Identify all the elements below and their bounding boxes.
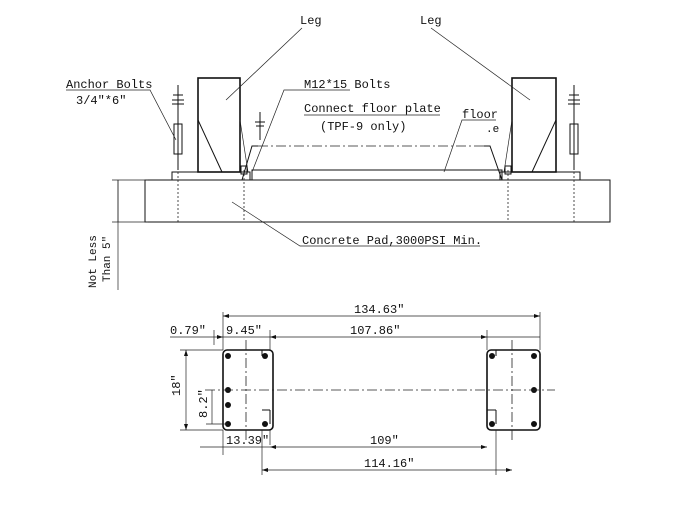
right-leg bbox=[511, 77, 557, 173]
anchor-bolts-size: 3/4"*6" bbox=[76, 94, 126, 108]
left-leg bbox=[197, 77, 241, 173]
right-base bbox=[486, 349, 541, 431]
floor-plate bbox=[251, 169, 503, 181]
concrete-pad bbox=[144, 179, 611, 223]
dim-height: 18" bbox=[170, 374, 184, 396]
not-less-label: Not Less bbox=[88, 235, 100, 288]
leg-right-label: Leg bbox=[420, 14, 442, 28]
dim-base-width: 9.45" bbox=[226, 324, 262, 338]
than-5-label: Than 5" bbox=[102, 236, 114, 282]
dim-bottom-overall: 114.16" bbox=[364, 457, 414, 471]
leg-left-label: Leg bbox=[300, 14, 322, 28]
dim-bottom-inner: 109" bbox=[370, 434, 399, 448]
dim-hole-spacing: 8.2" bbox=[197, 389, 211, 418]
anchor-bolts-label: Anchor Bolts bbox=[66, 78, 152, 92]
left-base-plate bbox=[171, 171, 251, 181]
side-view bbox=[66, 27, 611, 290]
plan-view bbox=[170, 312, 555, 475]
floor-label-cut: .e bbox=[486, 124, 499, 136]
dim-inner: 107.86" bbox=[350, 324, 400, 338]
connect-floor-plate-label: Connect floor plate bbox=[304, 102, 441, 116]
dim-bottom-left: 13.39" bbox=[226, 434, 269, 448]
dim-left-offset: 0.79" bbox=[170, 324, 206, 338]
concrete-pad-label: Concrete Pad,3000PSI Min. bbox=[302, 234, 482, 248]
floor-label: floor bbox=[462, 108, 498, 122]
m12-bolt bbox=[255, 112, 265, 140]
m12-bolts-label: M12*15 Bolts bbox=[304, 78, 390, 92]
tpf-only-label: (TPF-9 only) bbox=[320, 120, 406, 134]
dim-overall: 134.63" bbox=[354, 303, 404, 317]
right-anchor-bolt bbox=[568, 85, 580, 222]
right-base-plate bbox=[499, 171, 581, 181]
left-anchor-bolt bbox=[172, 85, 184, 222]
